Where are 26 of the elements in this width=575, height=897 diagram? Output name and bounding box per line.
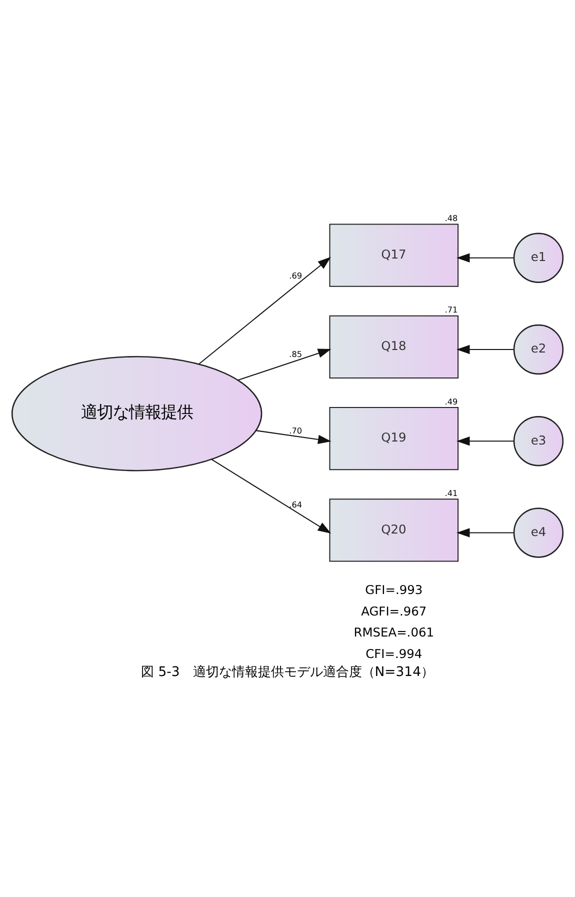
node-circle: e4 — [513, 507, 564, 558]
arrow — [238, 348, 332, 380]
node-label: .41 — [444, 487, 458, 498]
node-label: .48 — [444, 212, 458, 223]
node-label: .49 — [444, 396, 458, 406]
label: CFI=.994 — [366, 646, 422, 661]
edge-label: .64 — [289, 499, 302, 510]
node-circle: e1 — [513, 232, 564, 282]
arrow — [456, 436, 514, 446]
arrow — [211, 458, 332, 534]
arrow — [456, 252, 514, 262]
node-circle: e3 — [513, 416, 564, 466]
arrow — [198, 256, 331, 364]
label: GFI=.993 — [365, 582, 423, 596]
edge-label: .85 — [289, 348, 302, 359]
label: AGFI=.967 — [361, 604, 427, 618]
node-label: .71 — [444, 304, 458, 314]
node-ellipse: 適切な情報提供 — [11, 355, 262, 471]
arrow — [256, 430, 332, 444]
node-circle: e2 — [513, 324, 564, 374]
edge-label: .70 — [289, 424, 302, 435]
label: RMSEA=.061 — [354, 625, 434, 640]
edge-label: .69 — [289, 270, 302, 280]
arrow — [456, 344, 514, 354]
arrow — [456, 528, 514, 537]
caption: 図 5-3 適切な情報提供モデル適合度（N=314） — [141, 664, 434, 680]
